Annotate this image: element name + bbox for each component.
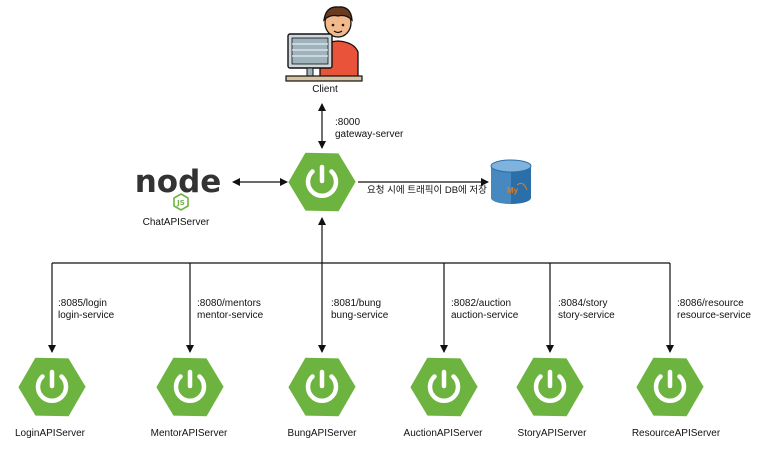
client-icon bbox=[285, 6, 363, 82]
nodejs-logo: node JS bbox=[135, 164, 222, 211]
resource-server-label: ResourceAPIServer bbox=[631, 428, 721, 439]
mentor-spring-icon bbox=[148, 344, 231, 430]
mentor-port-label: :8080/mentors bbox=[197, 298, 261, 309]
bung-port-label: :8081/bung bbox=[331, 298, 382, 309]
bung-name-label: bung-service bbox=[331, 310, 389, 321]
gateway-spring-icon bbox=[280, 139, 363, 225]
gateway-port-label: :8000 bbox=[335, 117, 361, 128]
mentor-name-label: mentor-service bbox=[197, 310, 264, 321]
login-server-label: LoginAPIServer bbox=[14, 428, 86, 439]
login-name-label: login-service bbox=[58, 310, 115, 321]
chat-server-label: ChatAPIServer bbox=[142, 217, 210, 228]
mysql-logo-text: My bbox=[507, 186, 519, 195]
connectors bbox=[48, 103, 674, 353]
auction-name-label: auction-service bbox=[451, 310, 519, 321]
bung-server-label: BungAPIServer bbox=[287, 428, 357, 439]
story-name-label: story-service bbox=[558, 310, 615, 321]
db-note-label: 요청 시에 트래픽이 DB에 저장 bbox=[367, 185, 487, 196]
login-spring-icon bbox=[10, 344, 93, 430]
story-spring-icon bbox=[508, 344, 591, 430]
resource-spring-icon bbox=[628, 344, 711, 430]
resource-name-label: resource-service bbox=[677, 310, 751, 321]
auction-spring-icon bbox=[402, 344, 485, 430]
nodejs-logo-text: node bbox=[135, 164, 222, 200]
login-port-label: :8085/login bbox=[58, 298, 107, 309]
auction-server-label: AuctionAPIServer bbox=[403, 428, 483, 439]
bung-spring-icon bbox=[280, 344, 363, 430]
gateway-name-label: gateway-server bbox=[335, 129, 404, 140]
nodejs-js-text: JS bbox=[176, 199, 185, 207]
database-icon: My bbox=[490, 159, 532, 204]
auction-port-label: :8082/auction bbox=[451, 298, 512, 309]
client-label: Client bbox=[312, 84, 338, 95]
resource-port-label: :8086/resource bbox=[677, 298, 744, 309]
mentor-server-label: MentorAPIServer bbox=[150, 428, 228, 439]
story-server-label: StoryAPIServer bbox=[517, 428, 587, 439]
story-port-label: :8084/story bbox=[558, 298, 608, 309]
